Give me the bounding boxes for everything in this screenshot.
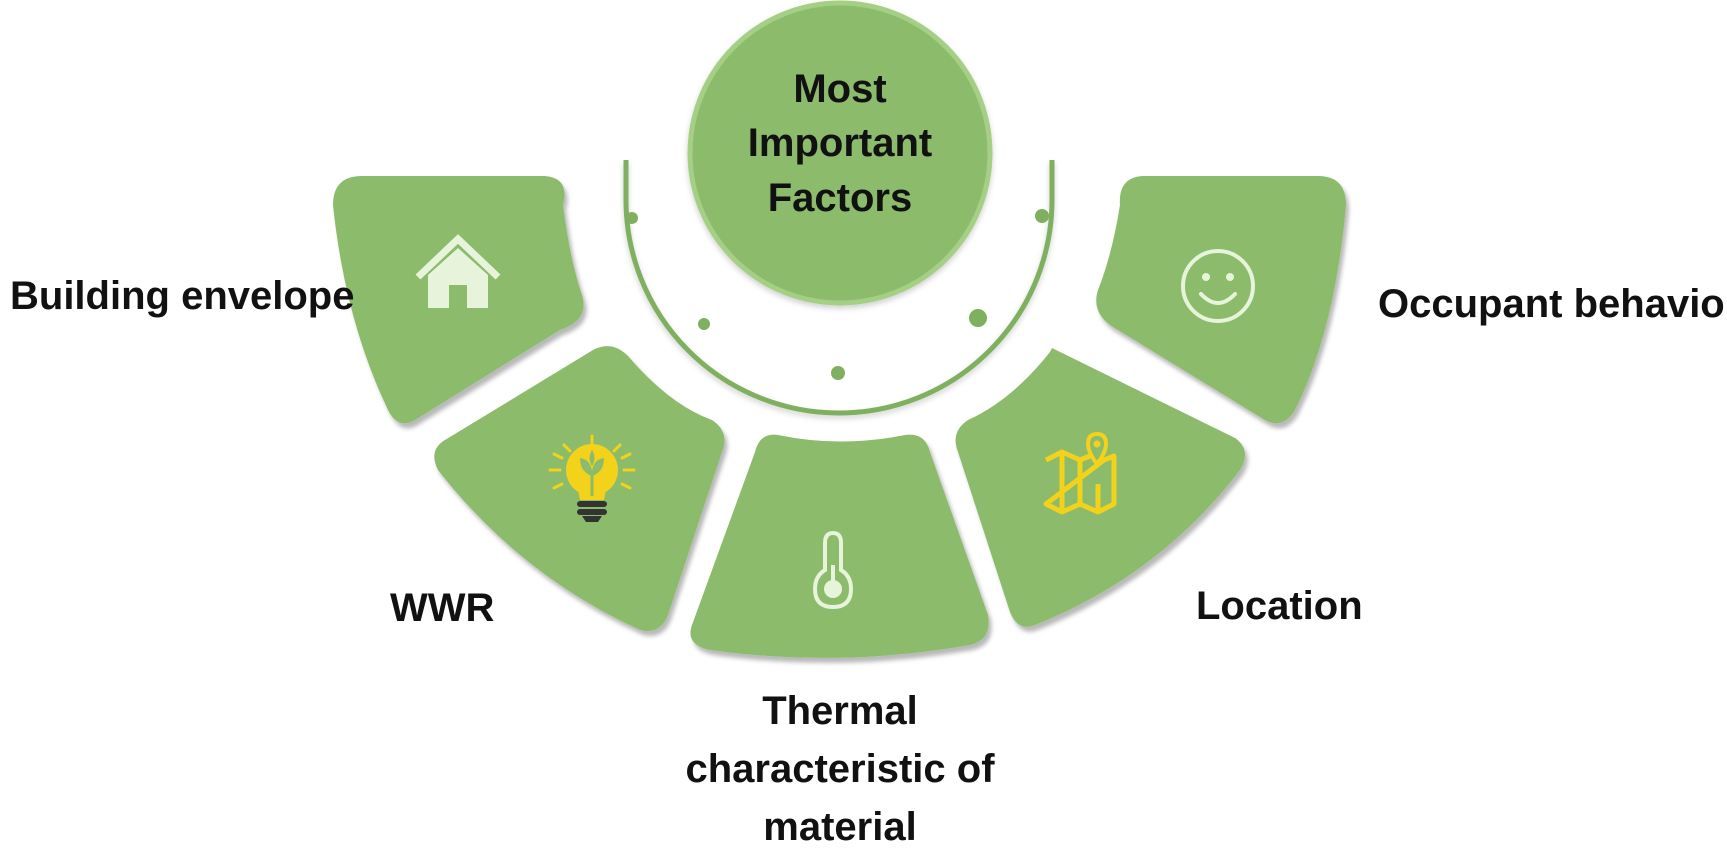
center-circle bbox=[687, 0, 993, 306]
label-occupant-behavior: Occupant behavior bbox=[1378, 282, 1727, 326]
label-building-envelope: Building envelope bbox=[10, 274, 355, 318]
thermometer-icon bbox=[812, 530, 854, 610]
center-title: Most Important Factors bbox=[747, 67, 933, 220]
arc-node bbox=[1035, 209, 1049, 223]
connector-arc bbox=[623, 160, 1055, 416]
map-pin-icon bbox=[1043, 431, 1117, 515]
label-location: Location bbox=[1196, 584, 1363, 628]
label-thermal: Thermal characteristic of material bbox=[685, 689, 995, 849]
segment-occupant-behavior bbox=[1096, 176, 1346, 424]
label-wwr: WWR bbox=[390, 586, 495, 630]
arc-node bbox=[969, 309, 987, 327]
arc-node bbox=[626, 212, 638, 224]
house-icon bbox=[415, 234, 501, 308]
segment-building-envelope bbox=[333, 176, 584, 424]
smiley-icon bbox=[1181, 249, 1255, 323]
arc-node bbox=[698, 318, 710, 330]
arc-node bbox=[831, 366, 845, 380]
lightbulb-icon bbox=[548, 434, 636, 522]
